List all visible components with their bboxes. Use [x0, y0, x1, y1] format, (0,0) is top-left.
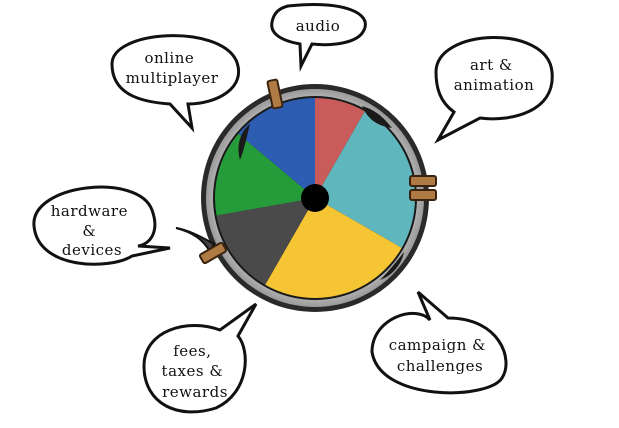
label-hardware-devices: hardware & devices: [51, 202, 134, 259]
pie-slice-art-animation: [315, 111, 416, 248]
bubble-fees-taxes-rewards: fees, taxes & rewards: [142, 302, 258, 414]
strap-right-upper: [409, 175, 437, 187]
bubble-campaign-challenges: campaign & challenges: [370, 290, 508, 395]
pie-slice-campaign-challenges: [265, 198, 402, 298]
pie-slice-audio: [315, 98, 365, 198]
bubble-audio: audio: [270, 3, 367, 72]
strap-right-lower: [409, 189, 437, 201]
bubble-online-multiplayer: online multiplayer: [110, 34, 240, 133]
label-audio: audio: [296, 17, 341, 35]
label-fees-taxes-rewards: fees, taxes & rewards: [162, 342, 229, 401]
strap-top: [266, 78, 284, 110]
bubble-art-animation: art & animation: [434, 36, 554, 144]
wheel: [175, 78, 437, 312]
bubble-hardware-devices: hardware & devices: [32, 185, 171, 266]
pie-slice-fees-taxes-rewards: [216, 198, 315, 285]
label-campaign-challenges: campaign & challenges: [389, 336, 492, 375]
wheel-hub: [301, 184, 329, 212]
label-art-animation: art & animation: [454, 56, 535, 94]
curl-top-left: [238, 124, 250, 160]
strap-left: [198, 241, 228, 265]
pie-slice-online-multiplayer: [238, 98, 315, 198]
curl-top-right: [362, 106, 392, 128]
label-online-multiplayer: online multiplayer: [126, 49, 219, 87]
